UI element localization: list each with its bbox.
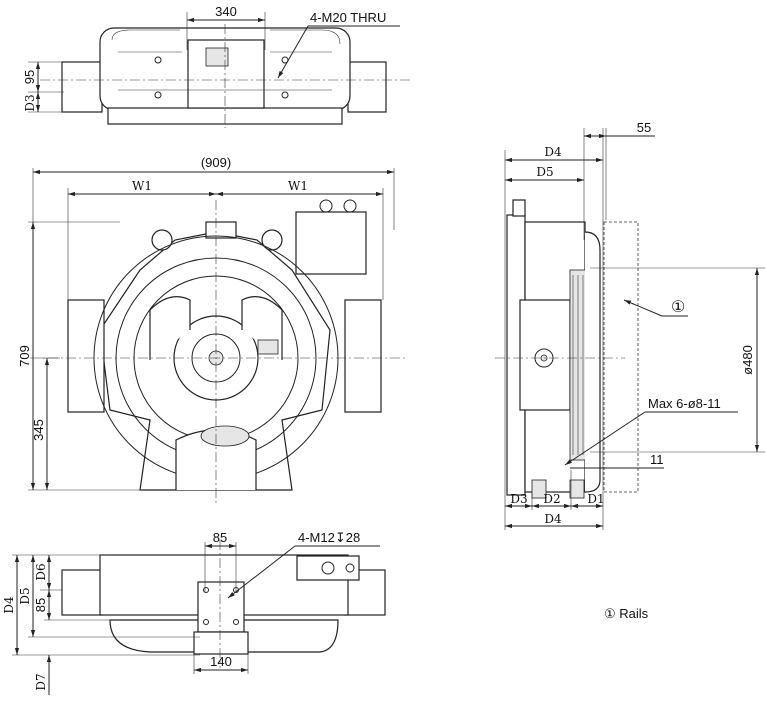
bottom-d6-dim: D6 bbox=[34, 563, 48, 580]
side-view: 55 D4 D5 ① ø480 Max 6-ø8-11 11 D3 D2 D1 … bbox=[495, 120, 765, 530]
top-height-dim: 95 bbox=[22, 70, 37, 84]
side-d4-bottom-dim: D4 bbox=[544, 512, 562, 526]
bottom-terminal-box bbox=[296, 555, 360, 581]
top-d3-dim: D3 bbox=[23, 94, 37, 111]
overall-width-dim: (909) bbox=[201, 155, 231, 170]
diameter-480-dim: ø480 bbox=[740, 345, 755, 375]
dim-11: 11 bbox=[650, 452, 664, 467]
top-hole-note: 4-M20 THRU bbox=[310, 10, 386, 25]
left-block bbox=[61, 61, 103, 113]
w1-left-dim: W1 bbox=[132, 179, 152, 193]
bottom-d7-dim: D7 bbox=[34, 673, 48, 690]
side-d5-top-dim: D5 bbox=[536, 165, 553, 179]
side-d2-dim: D2 bbox=[543, 492, 560, 506]
hole-spacing-85-dim: 85 bbox=[213, 530, 227, 545]
side-d3-dim: D3 bbox=[510, 492, 527, 506]
top-width-dim: 340 bbox=[215, 4, 237, 19]
top-view: 340 4-M20 THRU 95 D3 bbox=[22, 4, 410, 128]
bottom-d4-dim: D4 bbox=[2, 596, 16, 614]
left-brake bbox=[67, 299, 105, 413]
side-d1-dim: D1 bbox=[587, 492, 604, 506]
right-brake bbox=[344, 299, 382, 413]
bottom-height-85-dim: 85 bbox=[33, 598, 48, 612]
rails-legend: ① Rails bbox=[604, 606, 649, 621]
side-d4-top-dim: D4 bbox=[544, 145, 562, 159]
front-view: (909) W1 W1 709 345 bbox=[17, 155, 405, 505]
w1-right-dim: W1 bbox=[288, 179, 308, 193]
bottom-view: 85 4-M12↧28 D4 D5 D6 85 D7 140 bbox=[2, 530, 386, 695]
terminal-box bbox=[295, 211, 367, 275]
foot-width-140-dim: 140 bbox=[210, 654, 232, 669]
overall-height-dim: 709 bbox=[17, 345, 32, 367]
bottom-hole-note: 4-M12↧28 bbox=[298, 530, 360, 545]
rails-marker: ① bbox=[671, 299, 685, 316]
offset-55-dim: 55 bbox=[637, 120, 651, 135]
side-hole-note: Max 6-ø8-11 bbox=[648, 396, 721, 411]
right-block bbox=[347, 61, 387, 113]
rail-outline bbox=[603, 221, 639, 493]
shaft-height-dim: 345 bbox=[31, 419, 46, 441]
bottom-d5-dim: D5 bbox=[18, 587, 32, 604]
